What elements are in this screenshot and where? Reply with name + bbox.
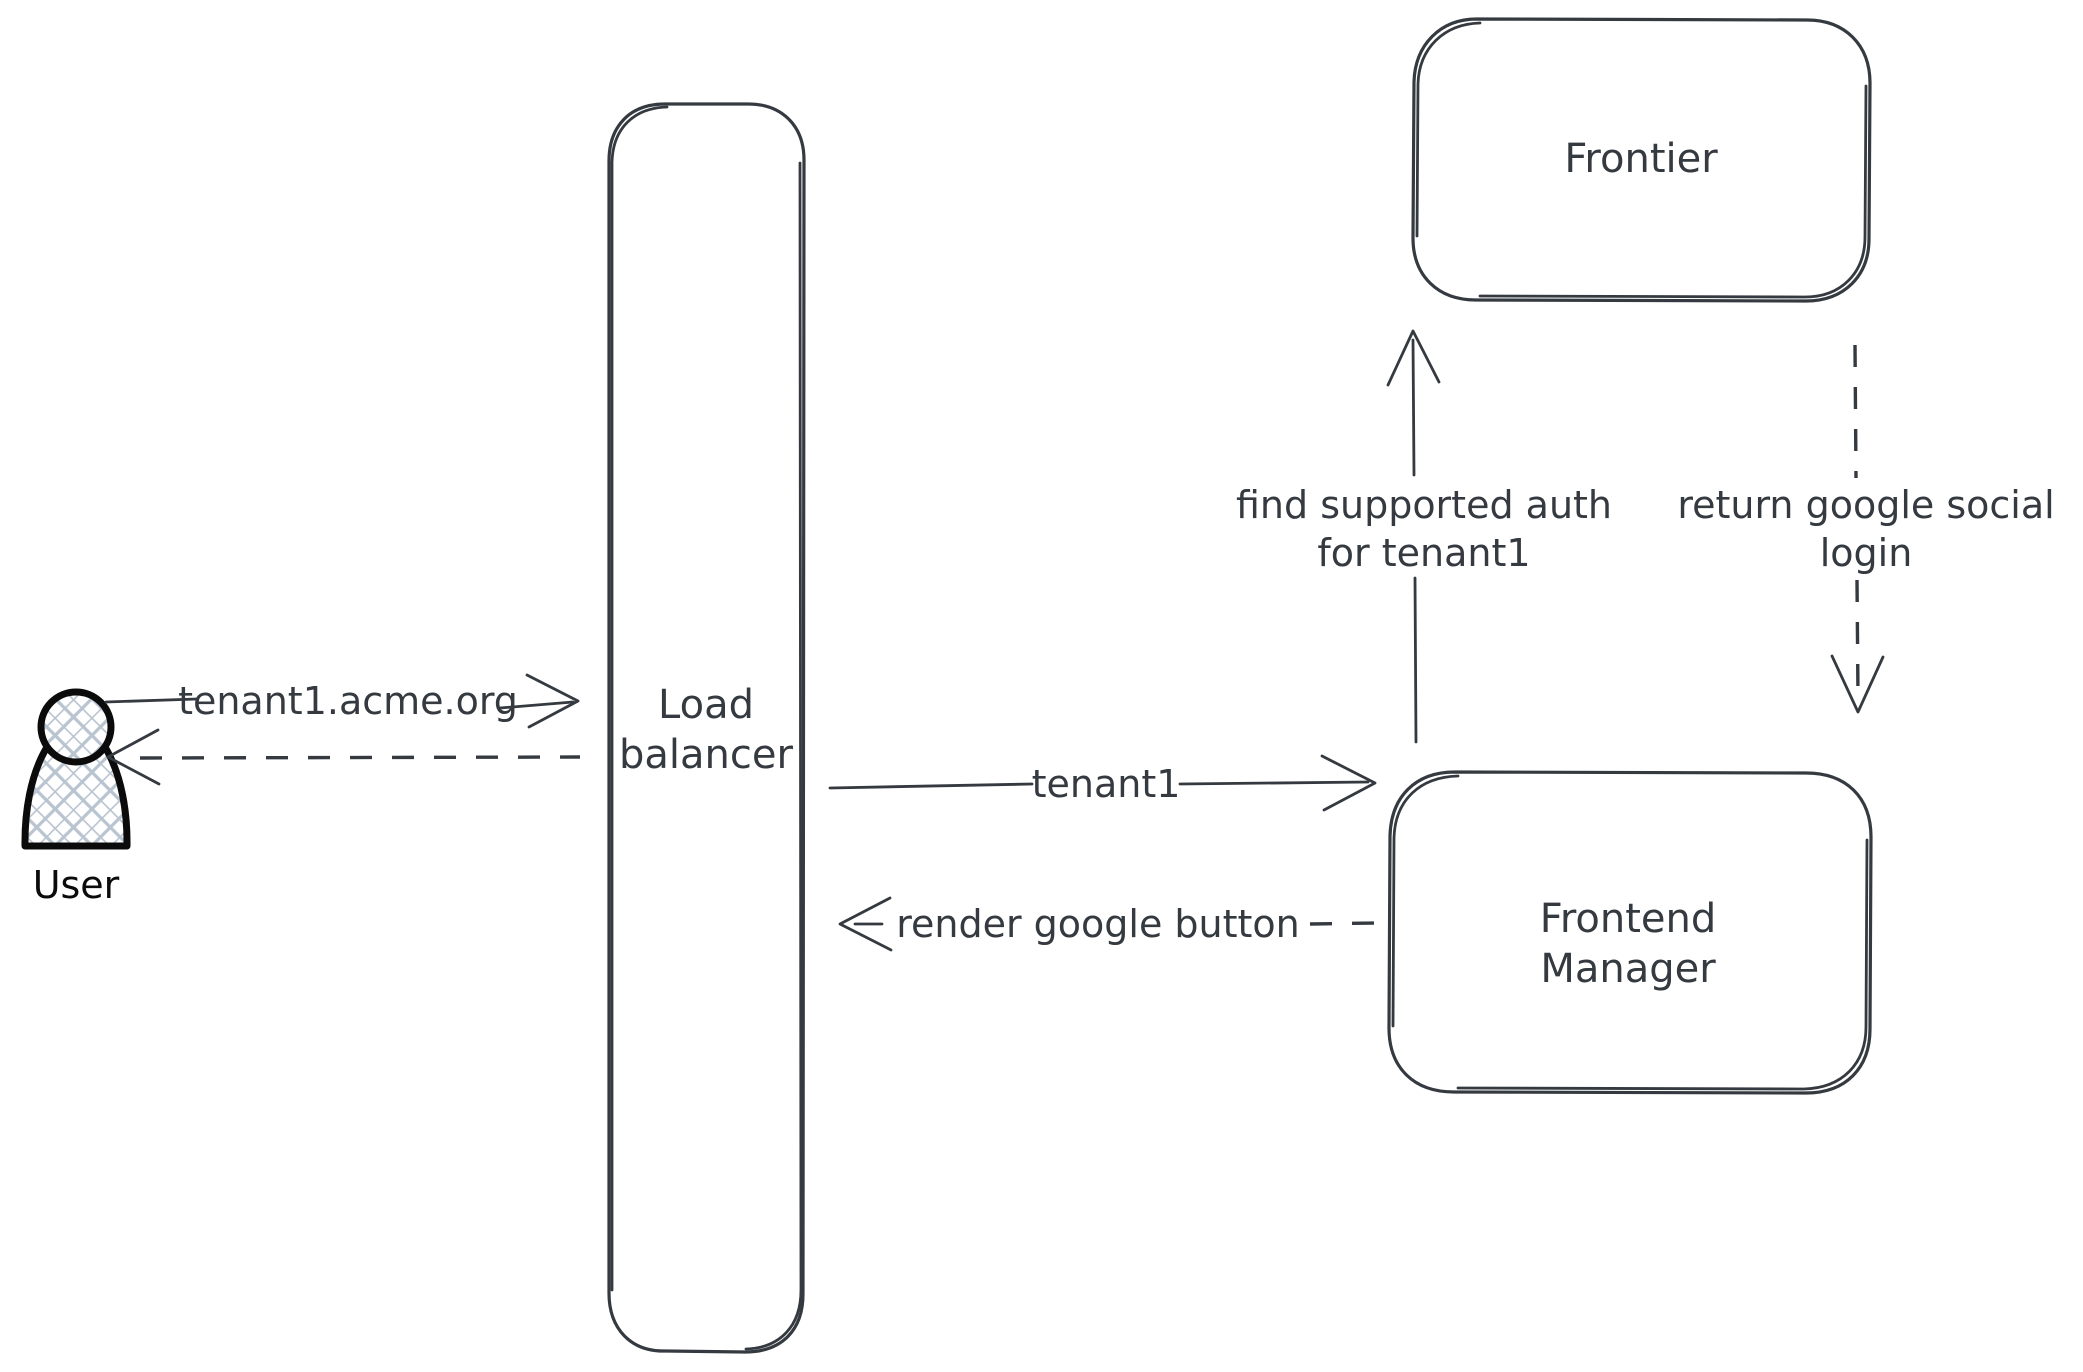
frontend-manager-label-line1: Frontend — [1540, 896, 1717, 942]
edge-label-find-auth-line2: for tenant1 — [1317, 531, 1530, 575]
edge-dashed-vline-upper — [1853, 344, 1858, 479]
load-balancer-node[interactable]: Load balancer — [607, 102, 806, 1354]
edge-label-return-login-line1: return google social — [1677, 483, 2054, 527]
edge-dashed-line — [139, 755, 581, 760]
edge-frontend-manager-to-load-balancer[interactable]: render google button — [838, 896, 1376, 952]
load-balancer-sketch-overlay — [610, 105, 669, 1292]
edge-load-balancer-to-frontend-manager[interactable]: tenant1 — [828, 754, 1377, 812]
user-actor[interactable]: User — [21, 688, 131, 907]
user-head-icon — [37, 688, 115, 766]
frontier-sketch-overlay-2 — [1478, 84, 1868, 299]
arrowhead-up-icon — [1386, 329, 1441, 387]
edge-vline-lower-segment — [1413, 576, 1418, 744]
arrowhead-right-icon — [525, 673, 580, 729]
edge-label-render-google-button: render google button — [896, 902, 1300, 946]
edge-label-tenant-domain: tenant1.acme.org — [178, 679, 518, 723]
edge-load-balancer-to-user[interactable] — [106, 728, 581, 786]
load-balancer-label-line1: Load — [658, 682, 754, 728]
edge-frontier-to-frontend-manager[interactable]: return google social login — [1677, 344, 2055, 714]
edge-frontend-manager-to-frontier[interactable]: find supported auth for tenant1 — [1236, 329, 1612, 744]
frontend-manager-sketch-overlay — [1391, 774, 1460, 1028]
arrowhead-right-icon-tenant1 — [1320, 754, 1377, 812]
edge-line-left-segment-tenant1 — [828, 782, 1034, 790]
frontier-sketch-overlay — [1415, 21, 1482, 238]
load-balancer-outline — [607, 102, 806, 1354]
frontier-node[interactable]: Frontier — [1411, 17, 1872, 303]
frontend-manager-outline — [1387, 770, 1873, 1095]
edge-user-to-load-balancer[interactable]: tenant1.acme.org — [104, 673, 580, 729]
frontend-manager-node[interactable]: Frontend Manager — [1387, 770, 1873, 1095]
load-balancer-label-line2: balancer — [619, 732, 793, 778]
arrowhead-down-icon — [1830, 654, 1885, 714]
frontier-label: Frontier — [1564, 136, 1718, 182]
edge-vline-upper-segment — [1411, 338, 1416, 477]
arrowhead-left-icon — [106, 728, 161, 786]
frontend-manager-sketch-overlay-2 — [1456, 838, 1869, 1091]
edge-label-find-auth-line1: find supported auth — [1236, 483, 1612, 527]
edge-line-right-segment-tenant1 — [1178, 780, 1370, 786]
user-actor-label: User — [33, 863, 120, 907]
frontend-manager-label-line2: Manager — [1540, 946, 1716, 992]
arrowhead-left-icon-render — [838, 896, 893, 952]
edge-dashed-vline-lower — [1855, 579, 1860, 697]
frontier-outline — [1411, 17, 1872, 303]
edge-dashed-line-render — [1309, 921, 1376, 926]
load-balancer-sketch-overlay-2 — [744, 161, 803, 1351]
edge-label-tenant1: tenant1 — [1032, 762, 1181, 806]
edge-line-left-segment — [104, 697, 199, 704]
edge-label-return-login-line2: login — [1820, 531, 1913, 575]
edge-line-right-segment — [498, 700, 575, 710]
